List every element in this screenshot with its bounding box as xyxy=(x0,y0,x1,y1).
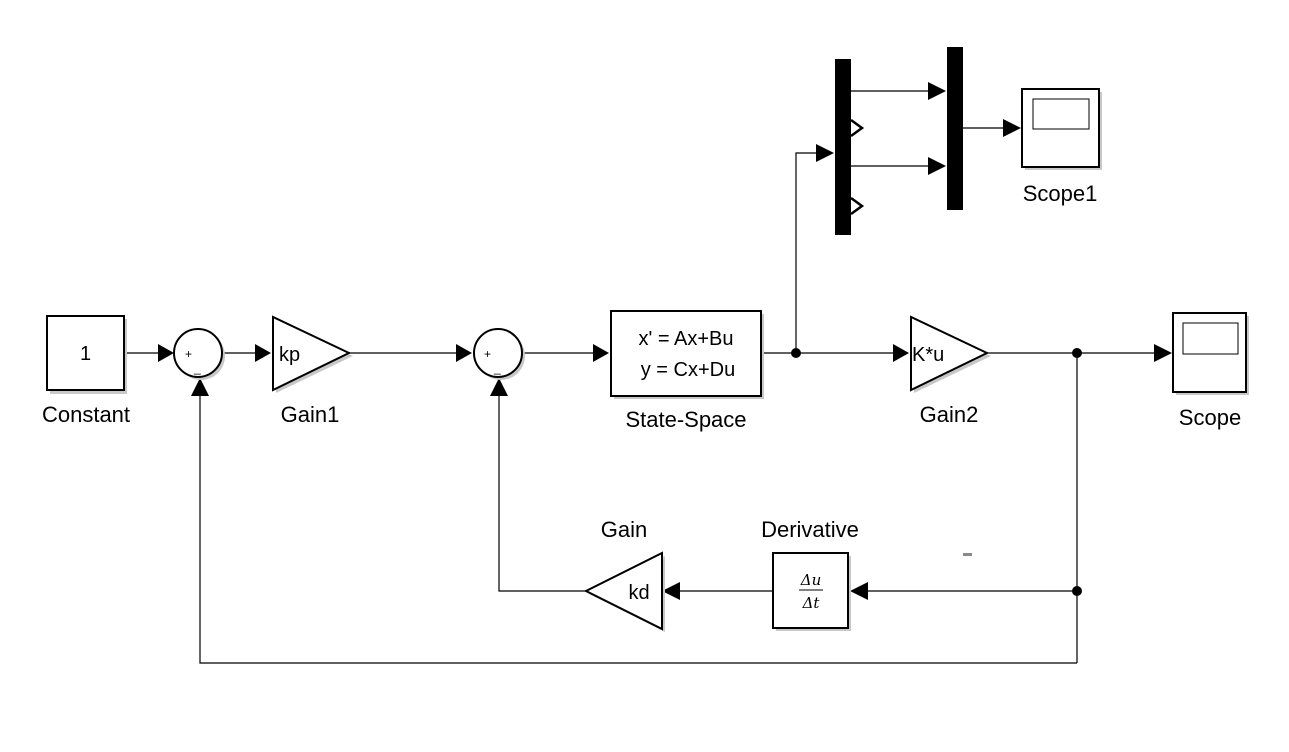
constant-block[interactable]: 1 Constant xyxy=(42,315,130,427)
arrowhead xyxy=(158,344,174,362)
arrowhead xyxy=(490,378,508,396)
arrowhead xyxy=(1003,119,1021,137)
state-space-block[interactable]: x' = Ax+Bu y = Cx+Du State-Space xyxy=(610,310,764,432)
derivative-denominator: Δt xyxy=(802,594,821,612)
gain1-value: kp xyxy=(279,344,300,366)
wire-gain-to-sum2[interactable] xyxy=(498,394,586,592)
gain2-triangle[interactable] xyxy=(910,315,990,392)
constant-box[interactable] xyxy=(46,315,125,391)
gain2-label: Gain2 xyxy=(920,402,979,427)
scope-screen-icon xyxy=(1182,322,1239,355)
arrowhead xyxy=(662,582,680,600)
wire-branch-to-demux[interactable] xyxy=(795,152,818,353)
sum1-plus-sign: + xyxy=(185,347,192,361)
gain2-block[interactable]: K*u Gain2 xyxy=(910,315,991,427)
arrowhead xyxy=(1154,344,1172,362)
stray-marker xyxy=(963,553,972,556)
sum2-circle[interactable] xyxy=(473,328,523,378)
arrowhead xyxy=(893,344,909,362)
gain2-value: K*u xyxy=(912,344,944,366)
branch-point xyxy=(1072,348,1082,358)
sum1-block[interactable]: + _ xyxy=(173,328,225,380)
scope-block[interactable]: Scope xyxy=(1172,312,1249,430)
gain-kd-triangle[interactable] xyxy=(583,551,663,631)
arrowhead xyxy=(191,378,209,396)
constant-value: 1 xyxy=(80,343,91,365)
wire-feedback-to-sum1[interactable] xyxy=(199,394,1077,664)
branch-point xyxy=(1072,586,1082,596)
sum2-minus-sign: _ xyxy=(493,361,501,375)
mux-block[interactable] xyxy=(947,47,963,210)
branch-point xyxy=(791,348,801,358)
arrowhead xyxy=(255,344,271,362)
derivative-label: Derivative xyxy=(761,517,859,542)
scope1-block[interactable]: Scope1 xyxy=(1021,88,1102,206)
gain-kd-value: kd xyxy=(628,582,649,604)
state-space-equation-2: y = Cx+Du xyxy=(641,359,735,381)
arrowhead xyxy=(928,82,946,100)
demux-output-mark xyxy=(850,118,865,138)
state-space-equation-1: x' = Ax+Bu xyxy=(639,328,734,350)
state-space-label: State-Space xyxy=(625,407,746,432)
sum2-plus-sign: + xyxy=(484,347,491,361)
state-space-box[interactable] xyxy=(610,310,762,397)
constant-label: Constant xyxy=(42,402,130,427)
arrowhead xyxy=(816,144,834,162)
derivative-block[interactable]: Δu Δt Derivative xyxy=(761,517,859,631)
arrowhead xyxy=(850,582,868,600)
arrowhead xyxy=(928,157,946,175)
arrowhead xyxy=(456,344,472,362)
demux-block[interactable] xyxy=(835,59,865,235)
sum1-minus-sign: _ xyxy=(193,361,201,375)
scope1-label: Scope1 xyxy=(1023,181,1098,206)
gain-kd-label: Gain xyxy=(601,517,647,542)
demux-output-mark xyxy=(850,196,865,216)
derivative-numerator: Δu xyxy=(800,571,822,589)
scope1-screen-icon xyxy=(1032,98,1090,130)
gain1-block[interactable]: kp Gain1 xyxy=(272,315,353,427)
sum2-block[interactable]: + _ xyxy=(473,328,525,380)
arrowhead xyxy=(593,344,609,362)
mux-bar[interactable] xyxy=(947,47,963,210)
gain1-label: Gain1 xyxy=(281,402,340,427)
signal-lines xyxy=(125,82,1172,664)
gain-kd-block[interactable]: kd Gain xyxy=(583,517,665,632)
scope-label: Scope xyxy=(1179,405,1241,430)
sum1-circle[interactable] xyxy=(173,328,223,378)
demux-bar[interactable] xyxy=(835,59,851,235)
gain1-triangle[interactable] xyxy=(272,315,352,392)
